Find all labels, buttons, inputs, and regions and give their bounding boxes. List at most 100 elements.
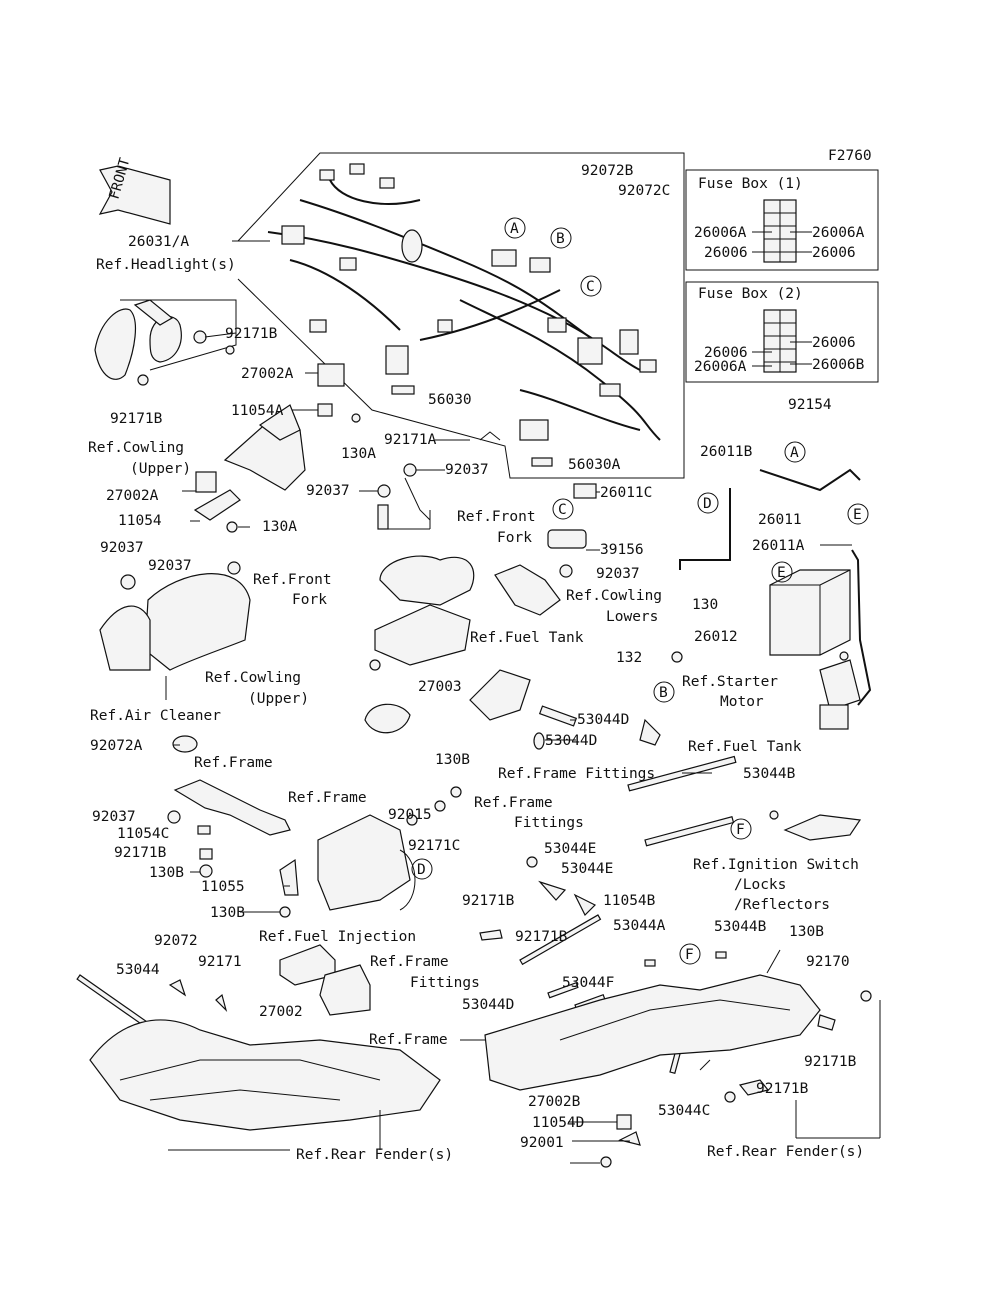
part-label: 92171C [408, 838, 460, 854]
rear-frame [484, 974, 872, 1168]
fuse-box-1-title: Fuse Box (1) [698, 176, 803, 192]
part-label: Ref.Fuel Injection [259, 929, 416, 945]
part-label: 130 [692, 597, 718, 613]
part-label: 53044B [714, 919, 767, 935]
callout-label: B [556, 231, 565, 247]
part-label: 26011A [752, 538, 805, 554]
part-label: 92171B [756, 1081, 809, 1097]
part-labels: 92072 B 92072C 26031/A Ref.Headlight(s) 9… [88, 163, 864, 1163]
starter-relay-icon [819, 651, 861, 730]
part-label: 53044E [544, 841, 596, 857]
part-label: 92171B [110, 411, 163, 427]
part-label: 92015 [388, 807, 432, 823]
part-label: 92072A [90, 738, 143, 754]
part-label: 130B [210, 905, 245, 921]
callout-label: E [777, 565, 786, 581]
part-label: Ref.Front [253, 572, 332, 588]
callout-label: B [659, 685, 668, 701]
part-label: 92171 [198, 954, 242, 970]
cowling-lowers-bracket [469, 564, 683, 750]
callout-markers: A B C A D E C E B F D F [411, 217, 869, 965]
part-label: 53044B [743, 766, 796, 782]
part-label: Ref.Frame [474, 795, 553, 811]
front-arrow-icon: FRONT [98, 156, 171, 225]
part-label: 53044D [545, 733, 597, 749]
part-label: 53044E [561, 861, 613, 877]
callout-label: C [586, 279, 595, 295]
diagram-id: F2760 [828, 148, 872, 164]
callout-label: A [510, 221, 519, 237]
part-label: /Reflectors [734, 897, 830, 913]
callout-label: A [790, 445, 799, 461]
part-label: Ref.Frame [288, 790, 367, 806]
part-label: Ref.Frame [369, 1032, 448, 1048]
part-label: 26031/A [128, 234, 189, 250]
part-label: 27002 [259, 1004, 303, 1020]
part-label: 53044D [577, 712, 629, 728]
battery-icon [769, 549, 872, 706]
part-label: Fork [292, 592, 327, 608]
fuse-box-1-left-label: 26006A [694, 225, 747, 241]
part-label: Ref.Frame Fittings [498, 766, 655, 782]
part-label: 130B [149, 865, 184, 881]
frame-panel-center [317, 786, 462, 911]
part-label: 92170 [806, 954, 850, 970]
part-label: Ref.Front [457, 509, 536, 525]
part-label: 92171B [515, 929, 568, 945]
part-label: 92171B [114, 845, 167, 861]
part-label: Ref.Frame [194, 755, 273, 771]
part-label: 11055 [201, 879, 245, 895]
fuse-box-2-title: Fuse Box (2) [698, 286, 803, 302]
part-label: /Locks [734, 877, 786, 893]
fuse-box-2-left-label: 26006A [694, 359, 747, 375]
callout-label: C [558, 502, 567, 518]
ecu-unit [279, 944, 371, 1016]
part-label: 27002B [528, 1094, 581, 1110]
front-fork-parts [377, 431, 501, 530]
part-label: 130B [789, 924, 824, 940]
part-label: Ref.Cowling [566, 588, 662, 604]
battery-cables [547, 468, 861, 570]
part-label: 92037 [100, 540, 144, 556]
fuse-box-2-left-label: 26006 [704, 345, 748, 361]
main-wiring-harness [267, 163, 661, 467]
fuse-box-1-left-label: 26006 [704, 245, 748, 261]
part-label: (Upper) [248, 691, 309, 707]
part-label: 11054 [118, 513, 162, 529]
part-label: 11054D [532, 1115, 584, 1131]
part-label: 130A [341, 446, 376, 462]
part-label: 27003 [418, 679, 462, 695]
part-label: Ref.Cowling [88, 440, 184, 456]
callout-label: F [685, 947, 694, 963]
part-label: 92171B [225, 326, 278, 342]
part-label: 92001 [520, 1135, 564, 1151]
part-label: Ref.Ignition Switch [693, 857, 859, 873]
callout-label: F [736, 822, 745, 838]
part-label: 92154 [788, 397, 832, 413]
fuse-box-1-right-label: 26006 [812, 245, 856, 261]
leader-lines [165, 240, 881, 1164]
part-label: Fork [497, 530, 532, 546]
part-label: Ref.Air Cleaner [90, 708, 221, 724]
part-label: Ref.Headlight(s) [96, 257, 236, 273]
part-label: Ref.Frame [370, 954, 449, 970]
fuse-box-2-right-label: 26006B [812, 357, 865, 373]
part-label: 26011 [758, 512, 802, 528]
part-label: 53044F [562, 975, 614, 991]
fuse-box-1-right-label: 26006A [812, 225, 865, 241]
part-label: 92072 [154, 933, 198, 949]
part-label: 27002A [241, 366, 294, 382]
rear-fender-left [89, 979, 441, 1131]
fuse-box-2: Fuse Box (2) 26006 26006A 26006 26006B [685, 281, 879, 383]
part-label: 53044C [658, 1103, 710, 1119]
part-label: 130B [435, 752, 470, 768]
part-label: 11054A [231, 403, 284, 419]
part-label: 92072C [618, 183, 670, 199]
part-label: 92037 [306, 483, 350, 499]
relay-bracket-upper [193, 363, 361, 533]
part-label: 11054C [117, 826, 169, 842]
part-label: 92037 [596, 566, 640, 582]
part-label: 92037 [92, 809, 136, 825]
part-label: Ref.Fuel Tank [470, 630, 584, 646]
